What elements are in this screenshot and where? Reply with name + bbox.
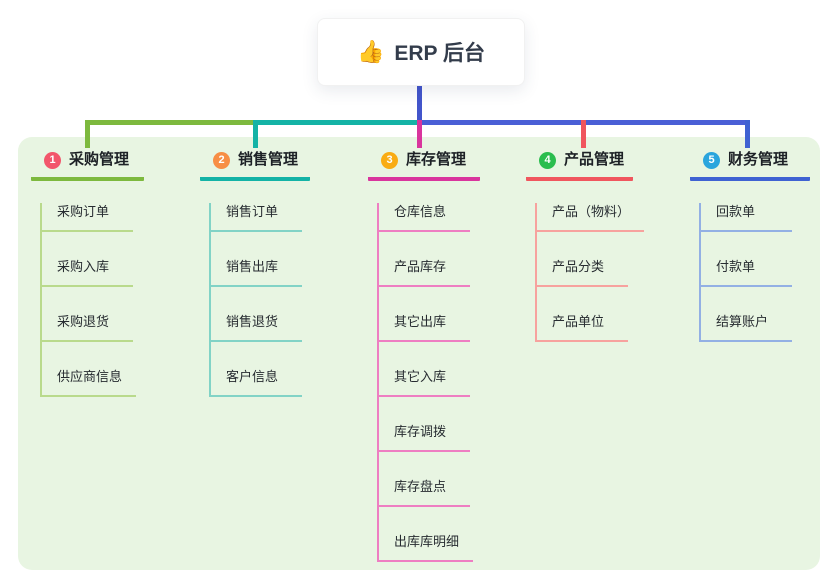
branch-children: 采购订单采购入库采购退货供应商信息 [40,203,144,397]
mindmap-node[interactable]: 采购入库 [40,258,133,287]
branch-4: 4 产品管理产品（物料） 产品分类产品单位 [526,148,645,342]
connector-drop [417,120,422,148]
mindmap-node[interactable]: 产品分类 [535,258,628,287]
branch-children: 销售订单销售出库销售退货客户信息 [209,203,310,397]
branch-2: 2 销售管理销售订单销售出库销售退货客户信息 [200,148,310,397]
mindmap-node[interactable]: 仓库信息 [377,203,470,232]
branch-number-badge: 4 [539,151,556,169]
mindmap-node[interactable]: 库存盘点 [377,478,470,507]
branch-3: 3 库存管理仓库信息产品库存其它出库其它入库库存调拨库存盘点出库库明细 [368,148,480,562]
branch-number-badge: 2 [213,151,230,169]
mindmap-node[interactable]: 产品（物料） [535,203,645,232]
root-connector-stem [417,84,422,120]
branch-children: 回款单付款单结算账户 [699,203,810,342]
root-title: ERP 后台 [394,42,486,65]
mindmap-node[interactable]: 产品单位 [535,313,628,342]
mindmap-node[interactable]: 库存调拨 [377,423,470,452]
mindmap-node[interactable]: 回款单 [699,203,792,232]
branch-title: 采购管理 [69,151,130,168]
mindmap-node[interactable]: 产品库存 [377,258,470,287]
mindmap-node[interactable]: 其它出库 [377,313,470,342]
branch-header[interactable]: 3 库存管理 [368,148,480,181]
branch-title: 产品管理 [564,151,625,168]
branch-panel: 1 采购管理采购订单采购入库采购退货供应商信息 2 销售管理销售订单销售出库销售退货客… [18,137,820,570]
mindmap-node[interactable]: 其它入库 [377,368,470,397]
branch-5: 5 财务管理回款单付款单结算账户 [690,148,810,342]
branch-header[interactable]: 4 产品管理 [526,148,633,181]
branch-number-badge: 1 [44,151,61,169]
connector-bus-segment [253,120,419,125]
branch-number-badge: 5 [703,151,720,169]
mindmap-node[interactable]: 供应商信息 [40,368,137,397]
branch-header[interactable]: 1 采购管理 [31,148,144,181]
connector-drop [581,120,586,148]
mindmap-node[interactable]: 客户信息 [209,368,302,397]
branch-children: 仓库信息产品库存其它出库其它入库库存调拨库存盘点出库库明细 [377,203,480,562]
branch-header[interactable]: 2 销售管理 [200,148,310,181]
mindmap-node[interactable]: 销售退货 [209,313,302,342]
branch-title: 财务管理 [728,151,789,168]
branch-children: 产品（物料） 产品分类产品单位 [535,203,645,342]
thumbs-up-icon: 👍 [356,39,385,64]
connector-drop [745,120,750,148]
mindmap-node[interactable]: 采购订单 [40,203,133,232]
mindmap-node[interactable]: 销售订单 [209,203,302,232]
branch-1: 1 采购管理采购订单采购入库采购退货供应商信息 [31,148,144,397]
branch-title: 销售管理 [238,151,299,168]
connector-bus-segment [85,120,255,125]
mindmap-node[interactable]: 采购退货 [40,313,133,342]
mindmap-node[interactable]: 结算账户 [699,313,792,342]
branch-header[interactable]: 5 财务管理 [690,148,810,181]
branch-number-badge: 3 [381,151,398,169]
mindmap-node[interactable]: 出库库明细 [377,533,474,562]
connector-drop [253,120,258,148]
connector-drop [85,120,90,148]
branch-title: 库存管理 [406,151,467,168]
mindmap-node[interactable]: 销售出库 [209,258,302,287]
root-node[interactable]: 👍 ERP 后台 [317,18,525,86]
mindmap-node[interactable]: 付款单 [699,258,792,287]
